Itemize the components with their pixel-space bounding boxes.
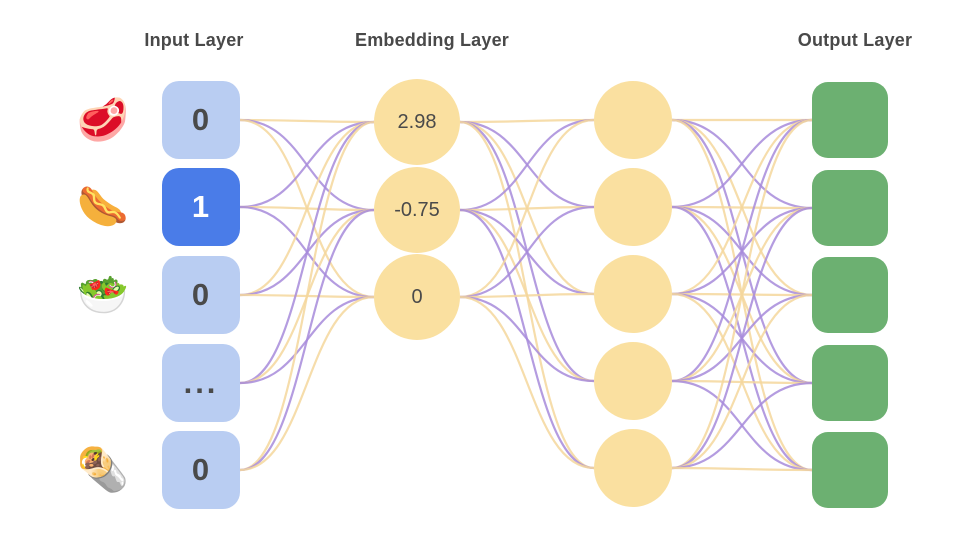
hotdog-emoji: 🌭 xyxy=(76,183,130,230)
input-node-2[interactable]: 0 xyxy=(162,256,240,334)
steak-emoji: 🥩 xyxy=(76,96,130,143)
hidden-node-2[interactable] xyxy=(594,255,672,333)
input-node-1[interactable]: 1 xyxy=(162,168,240,246)
embedding-node-1[interactable]: -0.75 xyxy=(374,167,460,253)
output-node-4[interactable] xyxy=(812,432,888,508)
hidden-node-3[interactable] xyxy=(594,342,672,420)
hidden-node-4[interactable] xyxy=(594,429,672,507)
input-node-ellipsis[interactable]: ... xyxy=(162,344,240,422)
output-node-1[interactable] xyxy=(812,170,888,246)
input-node-0[interactable]: 0 xyxy=(162,81,240,159)
salad-emoji: 🥗 xyxy=(76,271,130,318)
output-node-2[interactable] xyxy=(812,257,888,333)
embedding-node-0[interactable]: 2.98 xyxy=(374,79,460,165)
hidden-node-0[interactable] xyxy=(594,81,672,159)
hidden-node-1[interactable] xyxy=(594,168,672,246)
title-input-layer: Input Layer xyxy=(144,30,244,50)
output-node-3[interactable] xyxy=(812,345,888,421)
title-output-layer: Output Layer xyxy=(797,30,913,50)
title-embedding-layer: Embedding Layer xyxy=(354,30,510,50)
embedding-node-2[interactable]: 0 xyxy=(374,254,460,340)
output-node-0[interactable] xyxy=(812,82,888,158)
burrito-emoji: 🌯 xyxy=(76,446,130,493)
input-node-4[interactable]: 0 xyxy=(162,431,240,509)
